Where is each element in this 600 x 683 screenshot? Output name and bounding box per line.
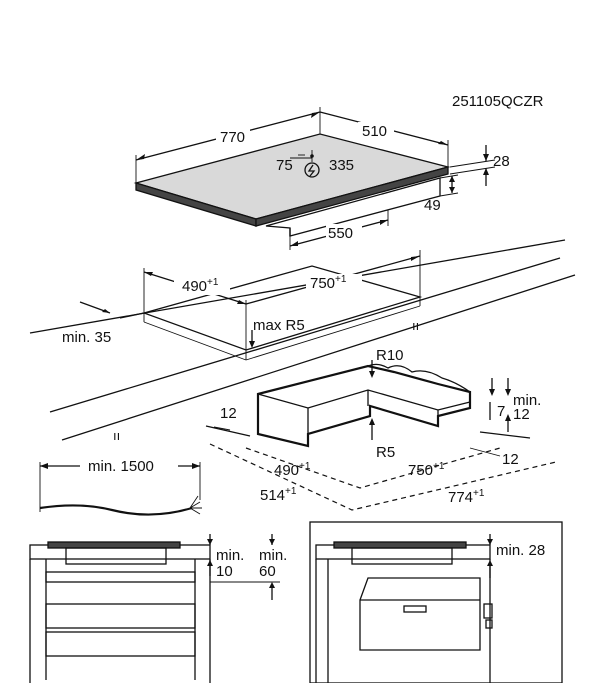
section-right-min-label: min. 28 bbox=[496, 542, 545, 559]
corner-right-margin-label: 12 bbox=[502, 451, 519, 468]
cable-offset-x-label: 75 bbox=[276, 157, 293, 174]
corner-depth-label: 490+1 bbox=[274, 461, 311, 479]
corner-cutout-drawing: R10 R5 12 7 min. 12 12 490+1 750+1 514+1… bbox=[205, 347, 557, 511]
section-left-drawing: min. 10 min. 60 bbox=[29, 534, 287, 683]
corner-min-label: min. bbox=[513, 392, 541, 409]
hob-side-edge bbox=[255, 166, 449, 227]
corner-inner-radius-label: R5 bbox=[376, 444, 395, 461]
corner-block bbox=[256, 364, 472, 448]
corner-min-value: 12 bbox=[513, 406, 530, 423]
inner-dashed-outline bbox=[245, 447, 501, 489]
break-mark: ıı bbox=[113, 428, 120, 443]
break-mark: ıı bbox=[412, 318, 419, 333]
document-id: 251105QCZR bbox=[452, 93, 544, 110]
cable-offset-y-label: 335 bbox=[329, 157, 354, 174]
corner-left-margin-label: 12 bbox=[220, 405, 237, 422]
section-right-drawing: min. 28 bbox=[309, 521, 563, 683]
corner-width-label: 750+1 bbox=[408, 461, 445, 479]
cutout-radius-label: max R5 bbox=[253, 317, 305, 334]
corner-outer-depth-label: 514+1 bbox=[260, 486, 297, 504]
cutout-depth-label: 490+1 bbox=[182, 277, 219, 295]
section-right-frame bbox=[309, 521, 563, 683]
hob-housing bbox=[265, 177, 441, 237]
hob-section bbox=[47, 541, 181, 549]
worktop-back-edge bbox=[29, 239, 566, 334]
oven-section bbox=[359, 577, 481, 651]
cutout-width-label: 750+1 bbox=[310, 274, 347, 292]
min-front-margin-label: min. 35 bbox=[62, 329, 111, 346]
hob-bottom-width-label: 550 bbox=[328, 225, 353, 242]
hob-depth-label: 510 bbox=[362, 123, 387, 140]
corner-outer-radius-label: R10 bbox=[376, 347, 404, 364]
corner-height-label: 7 bbox=[497, 403, 505, 420]
corner-outer-width-label: 774+1 bbox=[448, 488, 485, 506]
worktop-front-bottom bbox=[61, 274, 576, 441]
section-left-min-b-value: 60 bbox=[259, 563, 276, 580]
worktop-front-edge bbox=[49, 257, 561, 413]
section-left-min-a-label: min. bbox=[216, 547, 244, 564]
power-symbol-icon bbox=[304, 162, 320, 178]
hob-height-label: 49 bbox=[424, 197, 441, 214]
hob-drawing: 770 510 75 335 28 49 550 bbox=[133, 107, 510, 250]
power-cable bbox=[39, 504, 193, 516]
outer-dashed-outline bbox=[209, 443, 557, 511]
hob-thickness-label: 28 bbox=[493, 153, 510, 170]
section-left-min-b-label: min. bbox=[259, 547, 287, 564]
cable-drawing: min. 1500 bbox=[39, 458, 202, 516]
worktop-cutout-drawing: 490+1 750+1 max R5 min. 35 ıı ıı bbox=[29, 239, 576, 443]
cable-length-label: min. 1500 bbox=[88, 458, 154, 475]
hob-width-label: 770 bbox=[220, 129, 245, 146]
section-left-min-a-value: 10 bbox=[216, 563, 233, 580]
